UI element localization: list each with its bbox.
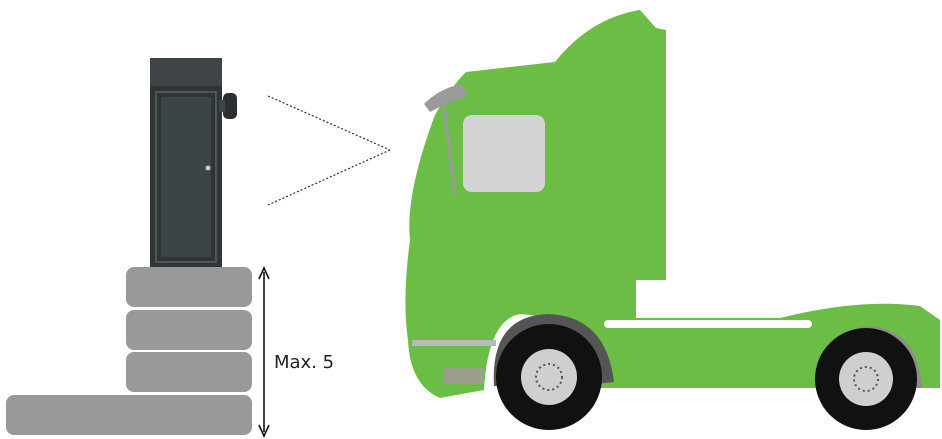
height-arrow [258, 266, 270, 438]
reader-kiosk-icon [150, 58, 237, 267]
tire-2 [126, 310, 252, 350]
tire-4 [6, 395, 252, 435]
tire-1 [126, 267, 252, 307]
truck-icon [405, 10, 940, 430]
front-wheel [496, 324, 602, 430]
kiosk-door-handle [205, 165, 211, 171]
truck-cab-body [405, 10, 940, 398]
truck-frame-bar [604, 320, 812, 328]
truck-mirror [424, 84, 468, 112]
tire-3 [126, 352, 252, 392]
camera-sensor-icon [223, 93, 237, 119]
truck-lamp [444, 368, 484, 384]
rear-wheel [815, 328, 917, 430]
truck-bumper-strip [412, 340, 496, 346]
truck-window [463, 115, 545, 192]
max-height-label: Max. 5 [274, 352, 334, 373]
tire-stack [6, 267, 252, 435]
sensor-beam [267, 95, 391, 206]
